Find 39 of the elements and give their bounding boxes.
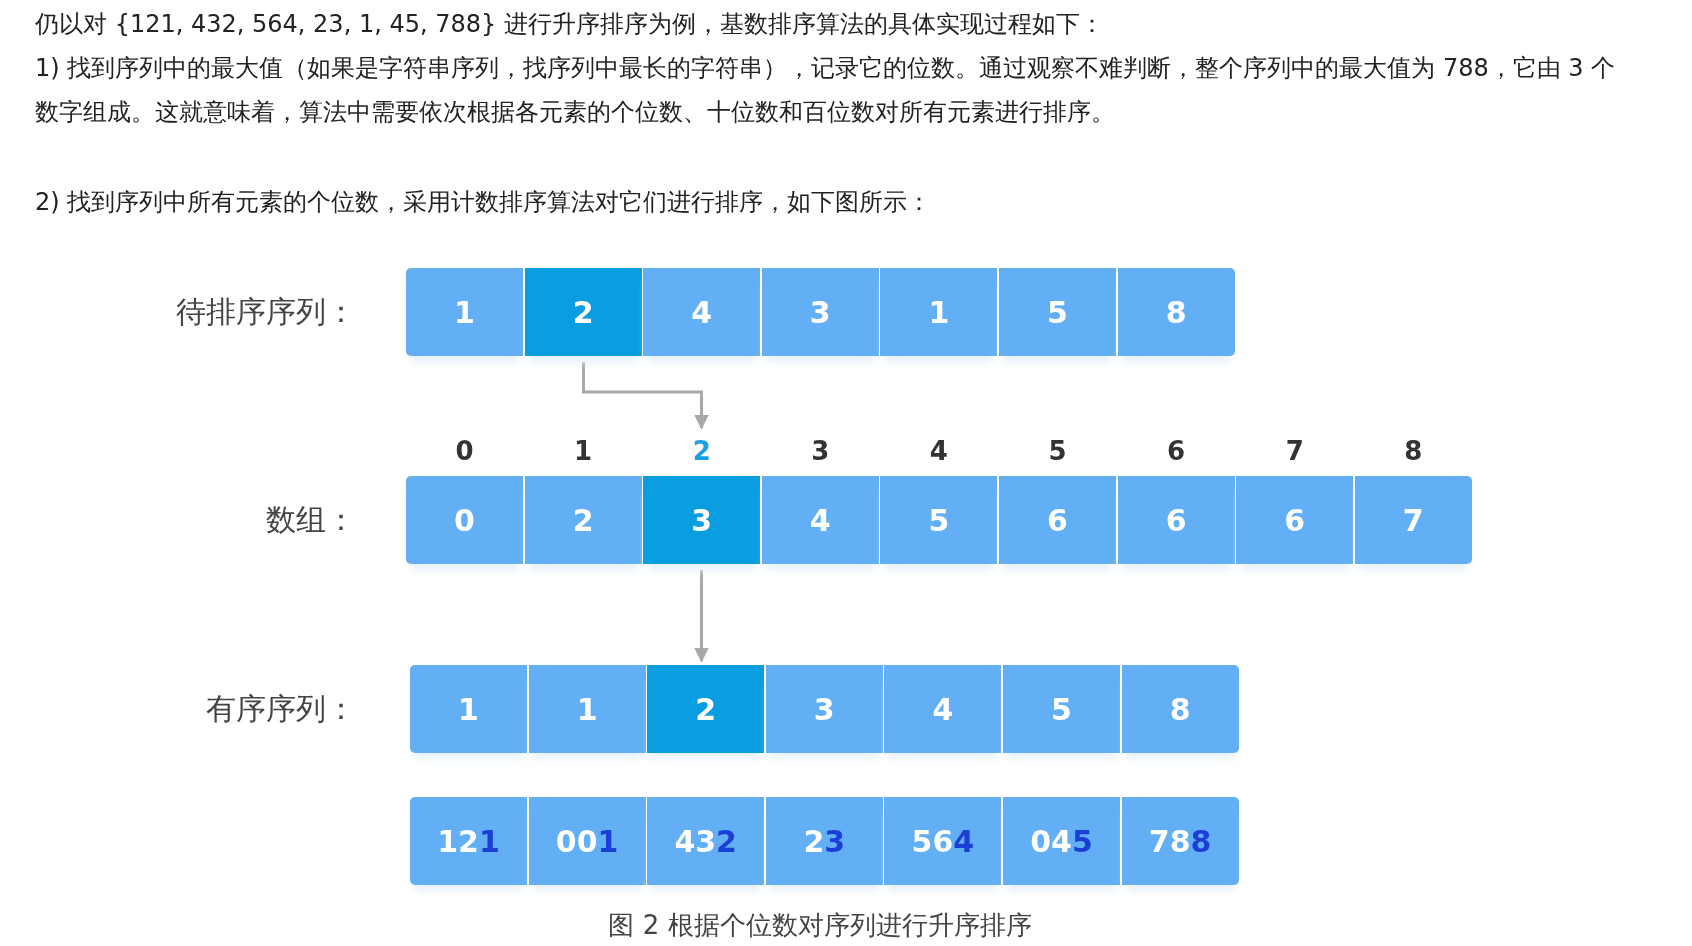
array-cell: 1 — [406, 268, 523, 356]
array-cell: 001 — [528, 797, 646, 885]
array-cell: 1 — [528, 665, 646, 753]
figure-caption: 图 2 根据个位数对序列进行升序排序 — [607, 909, 1033, 942]
paragraph: 仍以对 {121, 432, 564, 23, 1, 45, 788} 进行升序排序为例，基数排序算法的具体实现过程如下： — [35, 9, 1105, 40]
index-number: 5 — [1047, 436, 1068, 466]
array-cell: 5 — [1003, 665, 1120, 753]
array-cell: 1 — [880, 268, 998, 356]
array-cell: 8 — [1117, 268, 1235, 356]
array-cell: 045 — [1003, 797, 1120, 885]
array-cell: 2 — [647, 665, 765, 753]
index-number: 4 — [928, 436, 949, 466]
array-cell: 5 — [999, 268, 1116, 356]
array-cell: 3 — [765, 665, 883, 753]
index-number: 6 — [1166, 436, 1187, 466]
array-cell: 8 — [1121, 665, 1239, 753]
index-number: 8 — [1403, 436, 1424, 466]
array-cell: 432 — [647, 797, 765, 885]
index-number: 7 — [1284, 436, 1305, 466]
array-cell: 2 — [524, 268, 642, 356]
array-cell: 1 — [410, 665, 527, 753]
array-cell: 3 — [761, 268, 879, 356]
index-number: 0 — [454, 436, 475, 466]
index-number: 2 — [691, 436, 712, 466]
array-cell: 23 — [765, 797, 883, 885]
array-cell: 4 — [643, 268, 761, 356]
paragraph: 2) 找到序列中所有元素的个位数，采用计数排序算法对它们进行排序，如下图所示： — [35, 187, 933, 218]
array-cell: 121 — [410, 797, 527, 885]
array-cell: 564 — [884, 797, 1002, 885]
row-label: 数组： — [265, 501, 356, 539]
row-label: 待排序序列： — [175, 293, 356, 331]
row-label: 有序序列： — [205, 690, 356, 728]
arrow — [694, 570, 709, 663]
array-cell: 788 — [1121, 797, 1239, 885]
array-cell: 4 — [884, 665, 1002, 753]
paragraph: 1) 找到序列中的最大值（如果是字符串序列，找序列中最长的字符串），记录它的位数。通过观察不难判断，整个序列中的最大值为 788，它由 3 个数字组成。这就意味着，算法中需要依次根据各元素的个位数、十位数和百位数对所有元素进行排序。 — [35, 53, 1617, 128]
arrow — [582, 362, 709, 430]
index-number: 1 — [573, 436, 594, 466]
index-number: 3 — [810, 436, 831, 466]
